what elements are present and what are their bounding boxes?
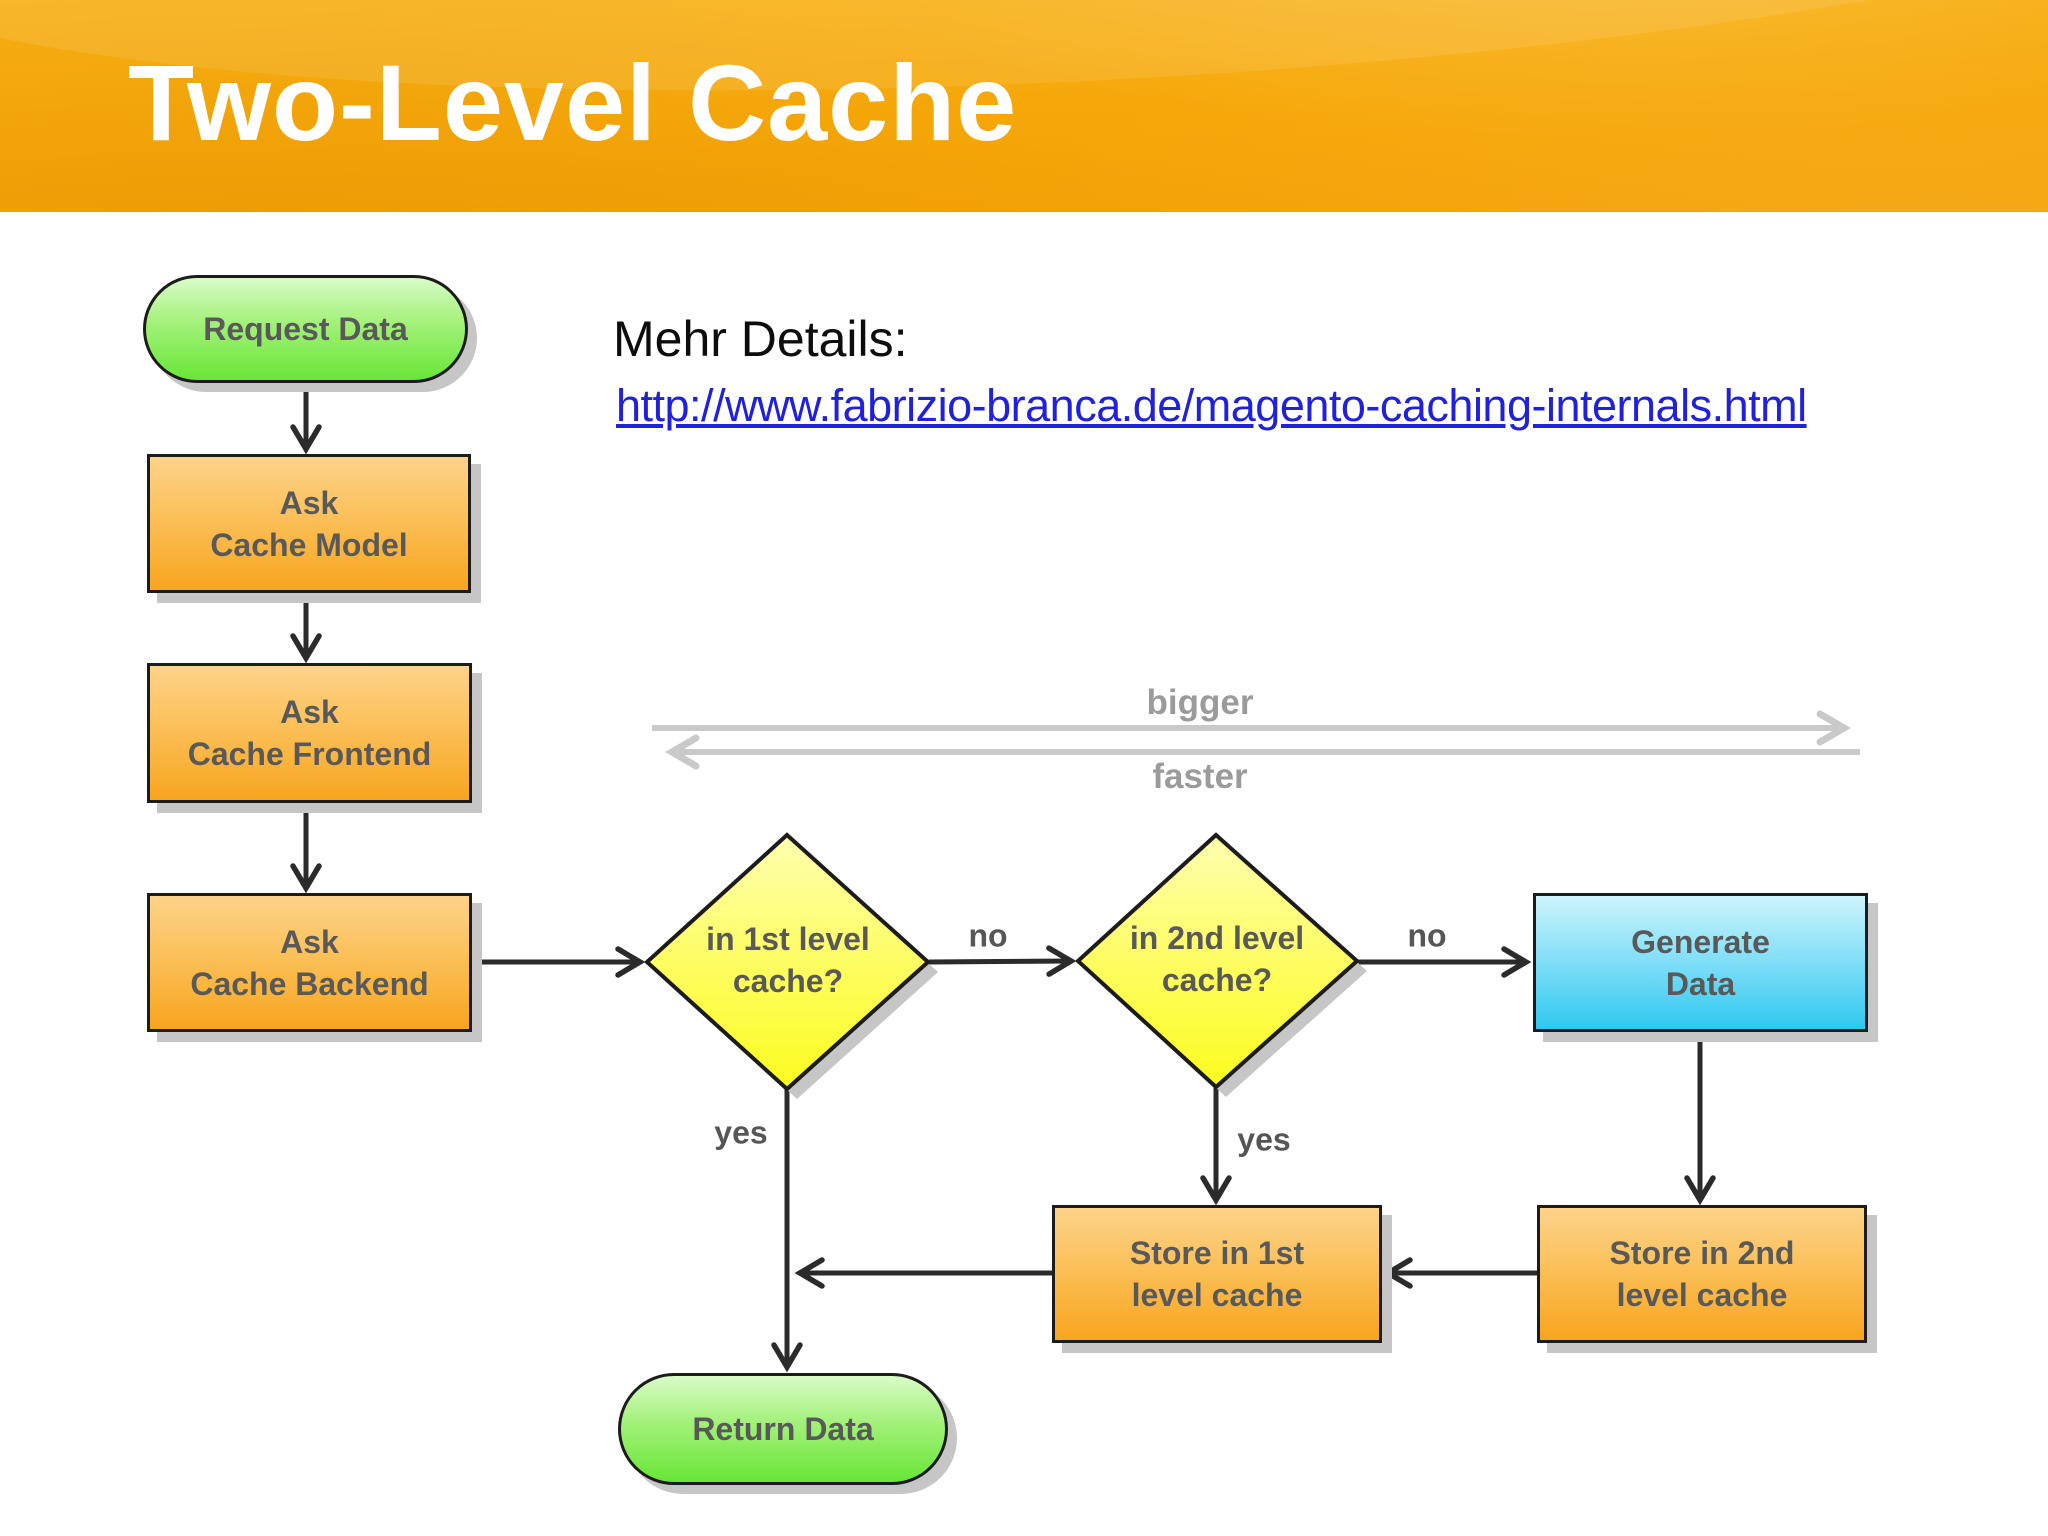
diamond-1st-level-shape <box>644 832 931 1092</box>
edge-label-yes-2: yes <box>1237 1121 1291 1158</box>
scale-label-bigger: bigger <box>1146 683 1254 722</box>
node-label-line2: Cache Backend <box>190 965 429 1002</box>
node-ask-cache-backend: Ask Cache Backend <box>147 893 472 1032</box>
node-ask-cache-frontend: Ask Cache Frontend <box>147 663 472 803</box>
node-label-line1: Ask <box>280 694 339 730</box>
node-request-data: Request Data <box>143 275 468 383</box>
page-title: Two-Level Cache <box>128 42 1018 163</box>
node-label-line2: Cache Model <box>210 526 408 563</box>
diamond1-line1: in 1st level <box>706 921 870 957</box>
node-label-line2: level cache <box>1616 1277 1788 1313</box>
edge-label-no-1: no <box>968 917 1008 954</box>
node-label-line1: Store in 2nd <box>1609 1235 1795 1271</box>
node-label: Return Data <box>692 1411 874 1447</box>
node-label-line2: level cache <box>1131 1277 1303 1313</box>
node-generate-data: Generate Data <box>1533 893 1868 1032</box>
node-store-in-2nd-level-cache: Store in 2nd level cache <box>1537 1205 1867 1343</box>
node-ask-cache-model: Ask Cache Model <box>147 454 471 593</box>
edge-label-no-2: no <box>1407 917 1447 954</box>
node-label-line2: Data <box>1665 965 1736 1002</box>
node-label-line1: Generate <box>1631 923 1770 960</box>
details-label: Mehr Details: <box>613 311 908 367</box>
node-label-line2: Cache Frontend <box>187 736 432 772</box>
edge-label-yes-1: yes <box>714 1114 768 1151</box>
node-label: Request Data <box>203 311 408 347</box>
node-return-data: Return Data <box>618 1373 948 1485</box>
diamond2-line2: cache? <box>1161 962 1273 998</box>
diamond2-line1: in 2nd level <box>1129 920 1305 956</box>
node-store-in-1st-level-cache: Store in 1st level cache <box>1052 1205 1382 1343</box>
node-label-line1: Store in 1st <box>1129 1235 1305 1271</box>
diamond1-line2: cache? <box>732 963 844 999</box>
header-band: Two-Level Cache <box>0 0 2048 212</box>
details-link[interactable]: http://www.fabrizio-branca.de/magento-ca… <box>616 380 1807 431</box>
node-in-1st-level-cache-label: in 1st level cache? <box>658 918 918 1002</box>
diamond-2nd-level-shape <box>1075 832 1361 1090</box>
node-in-2nd-level-cache-label: in 2nd level cache? <box>1087 917 1347 1001</box>
connector-no-1st-to-2nd-diamond <box>928 945 1077 977</box>
node-label-line1: Ask <box>280 923 339 960</box>
scale-label-faster: faster <box>1152 757 1248 796</box>
node-label-line1: Ask <box>279 484 339 521</box>
